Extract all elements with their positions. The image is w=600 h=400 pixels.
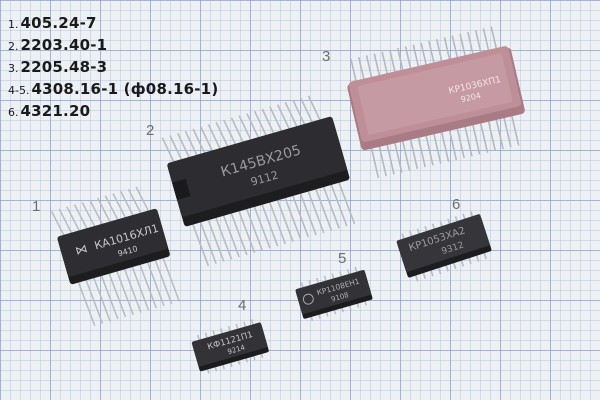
chip-3: КР1036ХП1 9204 bbox=[347, 26, 525, 179]
legend-item-1: 1.405.24-7 bbox=[8, 14, 97, 32]
chip-tag-1: 1 bbox=[32, 198, 41, 215]
legend-item-4: 4-5.4308.16-1 (ф08.16-1) bbox=[8, 80, 219, 98]
chip-tag-6: 6 bbox=[452, 196, 461, 213]
chip-tag-5: 5 bbox=[338, 250, 347, 267]
chip-2: К145ВХ205 9112 bbox=[161, 95, 356, 267]
chip-tag-4: 4 bbox=[238, 297, 247, 314]
chip-2-body bbox=[167, 116, 347, 217]
legend-item-2: 2.2203.40-1 bbox=[8, 36, 108, 54]
chip-6: КР1053ХА2 9312 bbox=[396, 211, 492, 282]
chip-2-mount-tab bbox=[172, 178, 191, 201]
chip-3-face bbox=[357, 53, 513, 135]
chip-4: КФ1121П1 9214 bbox=[191, 319, 269, 374]
chip-tag-3: 3 bbox=[322, 48, 331, 65]
chip-5-logo bbox=[302, 293, 314, 305]
chip-1-body bbox=[57, 208, 168, 277]
package-legend: 1.405.24-7 2.2203.40-1 3.2205.48-3 4-5.4… bbox=[8, 14, 218, 124]
chip-1-pins bbox=[50, 186, 181, 327]
chip-1: КА1016ХЛ1 9410 ⋈ bbox=[50, 186, 181, 327]
chip-6-body bbox=[396, 214, 490, 272]
chip-3-pins bbox=[350, 26, 520, 179]
legend-item-3: 3.2205.48-3 bbox=[8, 58, 108, 76]
chip-tag-2: 2 bbox=[146, 122, 155, 139]
chip-3-marking-line2: 9204 bbox=[460, 91, 482, 104]
chip-2-pins bbox=[161, 95, 356, 267]
chip-1-logo: ⋈ bbox=[74, 241, 89, 258]
chip-5-body bbox=[295, 270, 372, 314]
chip-5: КР1108ЕН1 9108 bbox=[295, 266, 373, 322]
legend-item-5: 6.4321.20 bbox=[8, 102, 91, 120]
chip-4-body bbox=[191, 322, 268, 367]
